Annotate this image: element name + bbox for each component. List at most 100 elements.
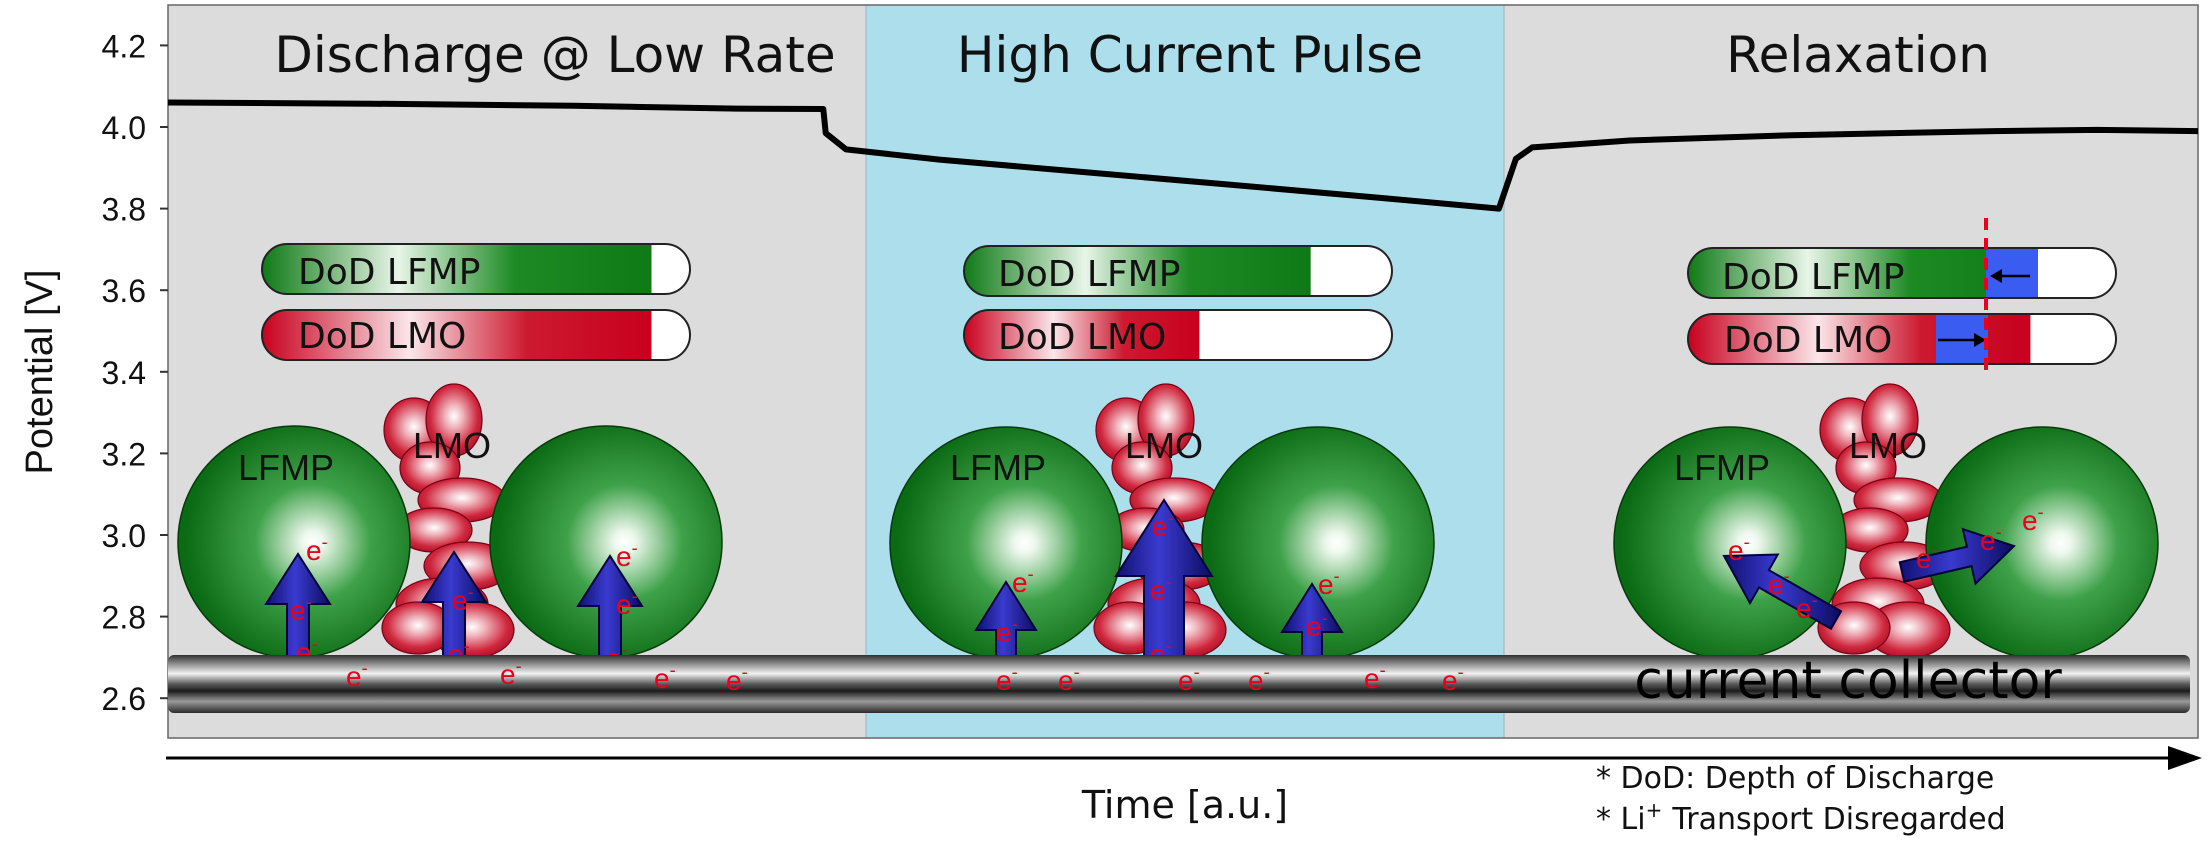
electron-symbol: e bbox=[1152, 511, 1168, 542]
electron-symbol: e bbox=[1364, 663, 1380, 694]
electron-charge: - bbox=[1784, 566, 1790, 586]
electron-charge: - bbox=[1028, 564, 1034, 584]
electron-charge: - bbox=[1194, 662, 1200, 682]
y-axis-label: Potential [V] bbox=[19, 270, 61, 475]
electron-label: e- bbox=[996, 614, 1018, 648]
electron-symbol: e bbox=[1248, 665, 1264, 696]
electron-charge: - bbox=[742, 662, 748, 682]
electron-label: e- bbox=[1152, 508, 1174, 542]
lmo-particle-label: LMO bbox=[1849, 425, 1927, 466]
electron-label: e- bbox=[616, 586, 638, 620]
electron-symbol: e bbox=[1728, 535, 1744, 566]
electron-charge: - bbox=[2038, 502, 2044, 522]
y-tick-label: 2.8 bbox=[102, 600, 146, 636]
electron-label: e- bbox=[500, 656, 522, 690]
electron-charge: - bbox=[1932, 540, 1938, 560]
dod-lmo-bar: DoD LMO bbox=[261, 309, 691, 361]
dod-lmo-bar: DoD LMO bbox=[963, 309, 1393, 361]
electron-charge: - bbox=[1744, 532, 1750, 552]
y-tick-label: 3.8 bbox=[102, 192, 146, 228]
electron-label: e- bbox=[306, 532, 328, 566]
electron-charge: - bbox=[312, 634, 318, 654]
electron-label: e- bbox=[1178, 662, 1200, 696]
lfmp-relax-segment bbox=[1986, 248, 2038, 298]
dod-lfmp-bar: DoD LFMP bbox=[963, 245, 1393, 297]
electron-label: e- bbox=[1916, 540, 1938, 574]
electron-label: e- bbox=[616, 538, 638, 572]
dod-lfmp-label: DoD LFMP bbox=[298, 252, 480, 293]
electron-symbol: e bbox=[1178, 665, 1194, 696]
electron-charge: - bbox=[670, 660, 676, 680]
electron-charge: - bbox=[1264, 662, 1270, 682]
y-axis: 4.24.03.83.63.43.23.02.82.6 bbox=[102, 28, 168, 717]
electron-charge: - bbox=[1812, 590, 1818, 610]
electron-charge: - bbox=[1458, 662, 1464, 682]
electron-label: e- bbox=[1318, 566, 1340, 600]
electron-label: e- bbox=[1442, 662, 1464, 696]
dod-lfmp-label: DoD LFMP bbox=[1722, 257, 1904, 298]
current-collector: current collector bbox=[168, 651, 2190, 713]
electron-charge: - bbox=[468, 582, 474, 602]
electron-charge: - bbox=[1166, 572, 1172, 592]
electron-charge: - bbox=[1334, 566, 1340, 586]
dod-lmo-bar: DoD LMO bbox=[1687, 313, 2117, 365]
electron-charge: - bbox=[464, 636, 470, 656]
electron-charge: - bbox=[632, 538, 638, 558]
electron-label: e- bbox=[1796, 590, 1818, 624]
electron-charge: - bbox=[322, 532, 328, 552]
electron-label: e- bbox=[346, 658, 368, 692]
electron-symbol: e bbox=[654, 663, 670, 694]
electron-label: e- bbox=[2022, 502, 2044, 536]
electron-symbol: e bbox=[500, 659, 516, 690]
dod-lmo-label: DoD LMO bbox=[298, 316, 466, 357]
panel-title-discharge: Discharge @ Low Rate bbox=[274, 26, 835, 84]
lfmp-particle-label: LFMP bbox=[238, 447, 334, 488]
dod-lmo-label: DoD LMO bbox=[1724, 320, 1892, 361]
y-tick-label: 3.0 bbox=[102, 518, 146, 554]
electron-symbol: e bbox=[1150, 575, 1166, 606]
lmo-particle-label: LMO bbox=[413, 425, 491, 466]
electron-label: e- bbox=[1364, 660, 1386, 694]
electron-symbol: e bbox=[616, 541, 632, 572]
electron-symbol: e bbox=[726, 665, 742, 696]
electron-label: e- bbox=[1150, 572, 1172, 606]
electron-charge: - bbox=[1012, 662, 1018, 682]
electron-symbol: e bbox=[1796, 593, 1812, 624]
footnote-li-transport: * Li+Transport Disregarded bbox=[1596, 798, 2006, 837]
electron-symbol: e bbox=[2022, 505, 2038, 536]
electron-label: e- bbox=[726, 662, 748, 696]
lmo-particle-label: LMO bbox=[1125, 425, 1203, 466]
lfmp-particle bbox=[1925, 426, 2159, 660]
y-tick-label: 4.2 bbox=[102, 28, 146, 64]
electron-flow-arrow bbox=[1898, 527, 2016, 586]
electron-label: e- bbox=[1306, 608, 1328, 642]
electron-symbol: e bbox=[616, 589, 632, 620]
electron-symbol: e bbox=[1012, 567, 1028, 598]
panel-title-pulse: High Current Pulse bbox=[957, 26, 1423, 84]
electron-label: e- bbox=[1058, 662, 1080, 696]
electron-symbol: e bbox=[1442, 665, 1458, 696]
electron-charge: - bbox=[1168, 508, 1174, 528]
electron-symbol: e bbox=[346, 661, 362, 692]
electron-symbol: e bbox=[1318, 569, 1334, 600]
electron-symbol: e bbox=[290, 595, 306, 626]
collector-label: current collector bbox=[1634, 651, 2062, 711]
electron-charge: - bbox=[362, 658, 368, 678]
electron-symbol: e bbox=[1980, 525, 1996, 556]
electron-label: e- bbox=[1980, 522, 2002, 556]
electron-charge: - bbox=[1012, 614, 1018, 634]
electron-symbol: e bbox=[306, 535, 322, 566]
electron-symbol: e bbox=[996, 617, 1012, 648]
electron-label: e- bbox=[654, 660, 676, 694]
y-tick-label: 3.4 bbox=[102, 355, 146, 391]
electron-label: e- bbox=[290, 592, 312, 626]
lmo-shift-arrowhead bbox=[1974, 333, 1986, 347]
electron-label: e- bbox=[1768, 566, 1790, 600]
electron-charge: - bbox=[1380, 660, 1386, 680]
electron-symbol: e bbox=[452, 585, 468, 616]
electron-charge: - bbox=[1322, 608, 1328, 628]
time-axis-arrowhead bbox=[2168, 746, 2202, 770]
footnote-li-suffix: Transport Disregarded bbox=[1671, 802, 2005, 837]
